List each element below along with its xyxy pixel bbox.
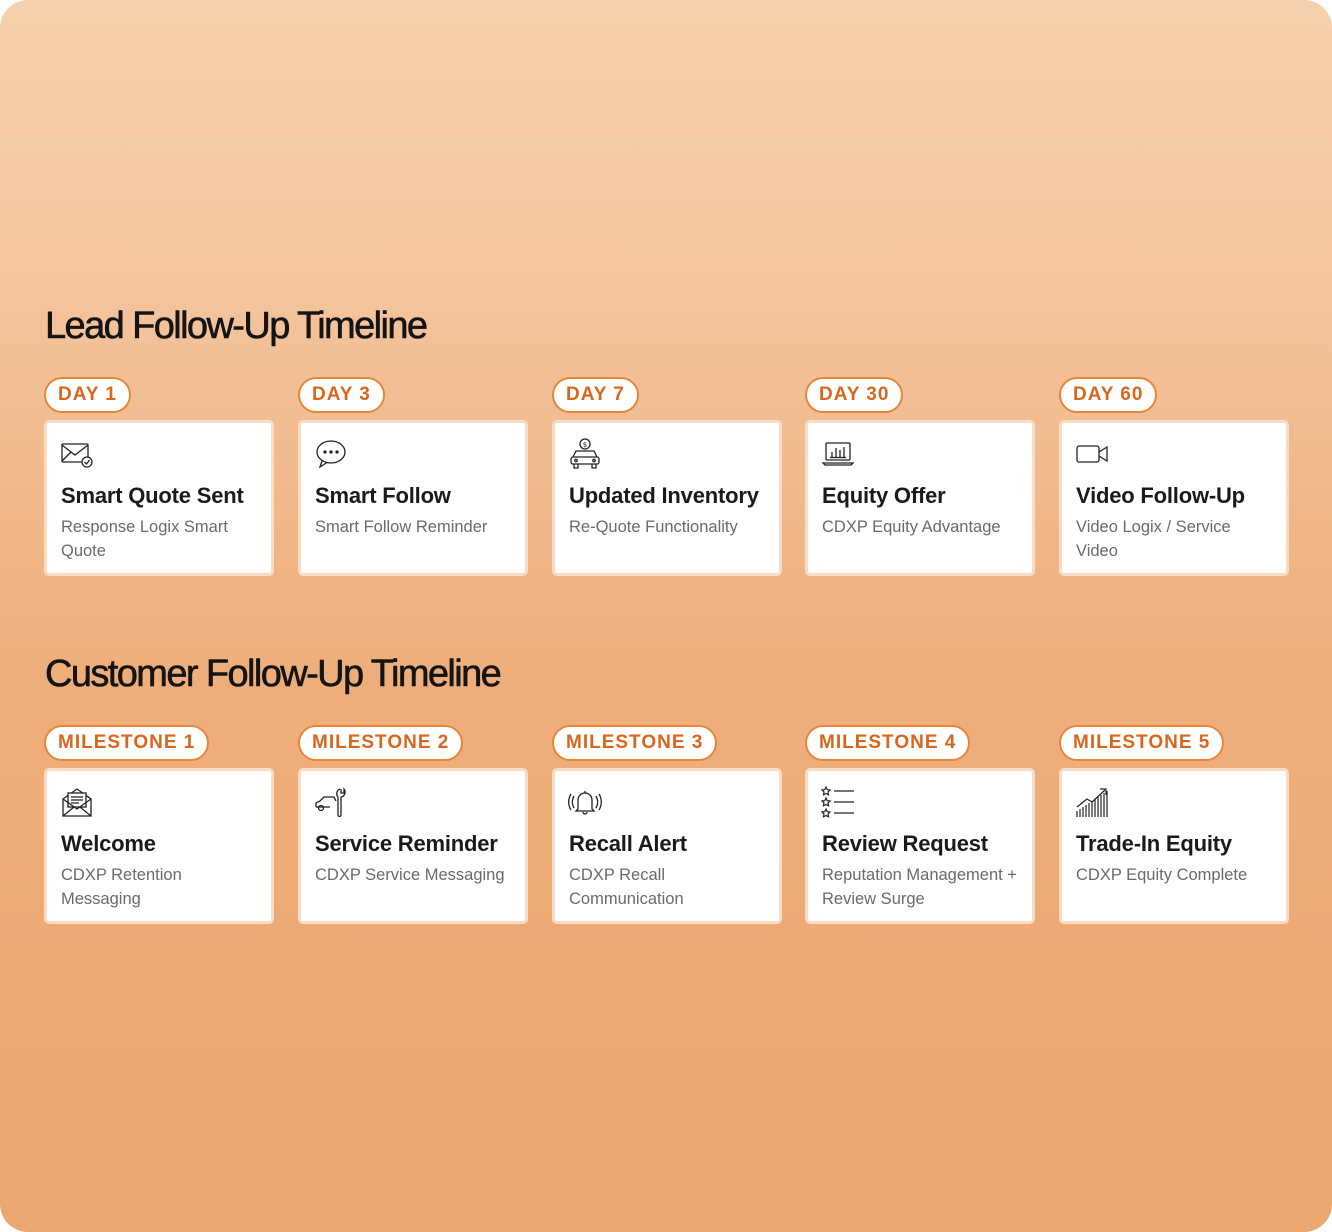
star-list-icon	[821, 785, 855, 819]
mail-check-icon	[60, 437, 94, 471]
card-subtitle: Re-Quote Functionality	[569, 518, 738, 536]
lead_timeline-step-label: DAY 3	[298, 377, 385, 413]
card-subtitle: Smart Follow Reminder	[315, 518, 488, 536]
card-title: Equity Offer	[822, 483, 946, 508]
open-envelope-icon	[60, 785, 94, 819]
card-title: Updated Inventory	[569, 483, 759, 508]
card-subtitle: CDXP Retention Messaging	[61, 866, 182, 908]
customer_timeline-step-label: MILESTONE 3	[552, 725, 718, 761]
card-subtitle: Response Logix Smart Quote	[61, 518, 228, 560]
card-title: Recall Alert	[569, 831, 687, 856]
ringing-bell-icon	[568, 785, 602, 819]
card-subtitle: CDXP Equity Advantage	[822, 518, 1001, 536]
lead_timeline-step-label: DAY 30	[805, 377, 904, 413]
card-subtitle: CDXP Recall Communication	[569, 866, 684, 908]
customer-timeline-title: Customer Follow-Up Timeline	[45, 653, 502, 696]
lead_timeline-step-label: DAY 60	[1059, 377, 1158, 413]
card-subtitle: Reputation Management + Review Surge	[822, 866, 1017, 908]
laptop-chart-icon	[821, 437, 855, 471]
card-subtitle: CDXP Equity Complete	[1076, 866, 1248, 884]
customer_timeline-step-label: MILESTONE 4	[805, 725, 971, 761]
growth-bars-icon	[1075, 785, 1109, 819]
video-camera-icon	[1075, 437, 1109, 471]
car-wrench-icon	[314, 785, 348, 819]
customer_timeline-step-label: MILESTONE 1	[44, 725, 210, 761]
lead-timeline-title: Lead Follow-Up Timeline	[45, 305, 429, 348]
card-subtitle: CDXP Service Messaging	[315, 866, 505, 884]
card-title: Smart Follow	[315, 483, 451, 508]
card-title: Review Request	[822, 831, 988, 856]
car-dollar-icon: $	[568, 437, 602, 471]
card-title: Smart Quote Sent	[61, 483, 244, 508]
card-subtitle: Video Logix / Service Video	[1076, 518, 1231, 560]
card-title: Welcome	[61, 831, 156, 856]
chat-bubble-icon	[314, 437, 348, 471]
customer_timeline-step-label: MILESTONE 5	[1059, 725, 1225, 761]
customer_timeline-step-label: MILESTONE 2	[298, 725, 464, 761]
svg-text:$: $	[583, 441, 587, 449]
card-title: Video Follow-Up	[1076, 483, 1245, 508]
card-title: Trade-In Equity	[1076, 831, 1232, 856]
card-title: Service Reminder	[315, 831, 498, 856]
lead_timeline-step-label: DAY 1	[44, 377, 131, 413]
lead_timeline-step-label: DAY 7	[552, 377, 639, 413]
